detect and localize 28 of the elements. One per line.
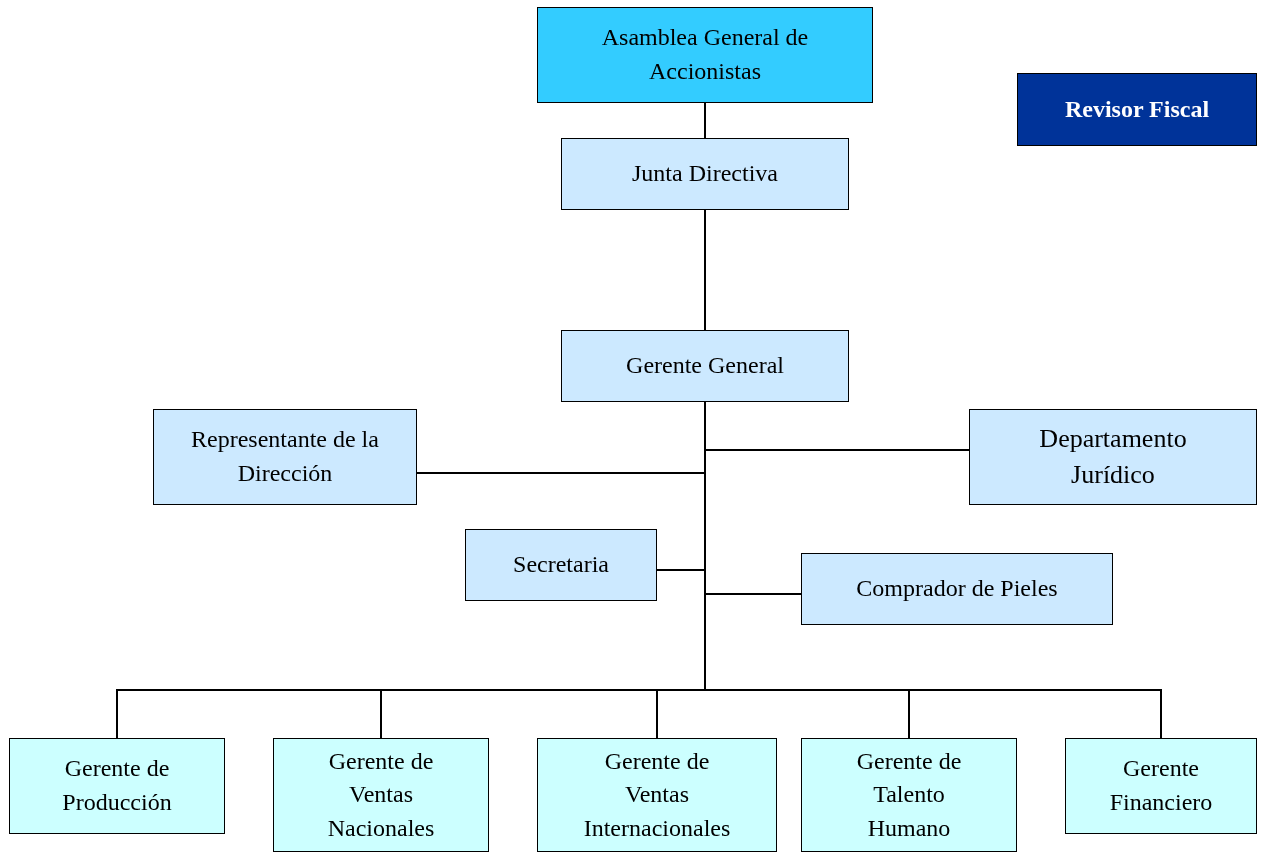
org-box xyxy=(273,738,489,852)
org-box xyxy=(561,330,849,402)
box-label: Gerente de Ventas Internacionales xyxy=(582,746,732,843)
connector-line xyxy=(704,209,706,331)
box-label: Gerente de Talento Humano xyxy=(855,746,963,843)
box-label: Gerente General xyxy=(626,351,784,381)
box-label: Gerente de Producción xyxy=(61,754,173,817)
org-box xyxy=(801,738,1017,852)
box-label: Asamblea General de Accionistas xyxy=(600,23,810,86)
box-label: Gerente de Ventas Nacionales xyxy=(326,746,436,843)
org-box xyxy=(9,738,225,834)
org-box xyxy=(1017,73,1257,146)
box-label: Representante de la Dirección xyxy=(190,425,380,488)
box-label: Comprador de Pieles xyxy=(856,574,1058,604)
box-label: Departamento Jurídico xyxy=(1038,422,1188,491)
box-label: Revisor Fiscal xyxy=(1064,94,1210,124)
org-box xyxy=(537,7,873,103)
box-label: Junta Directiva xyxy=(632,159,778,189)
org-box xyxy=(1065,738,1257,834)
box-label: Secretaria xyxy=(513,550,609,580)
org-box xyxy=(561,138,849,210)
box-label: Gerente Financiero xyxy=(1108,754,1214,817)
org-box xyxy=(465,529,657,601)
org-box xyxy=(801,553,1113,625)
org-box xyxy=(969,409,1257,505)
connector-line xyxy=(704,102,706,139)
org-box xyxy=(537,738,777,852)
org-box xyxy=(153,409,417,505)
